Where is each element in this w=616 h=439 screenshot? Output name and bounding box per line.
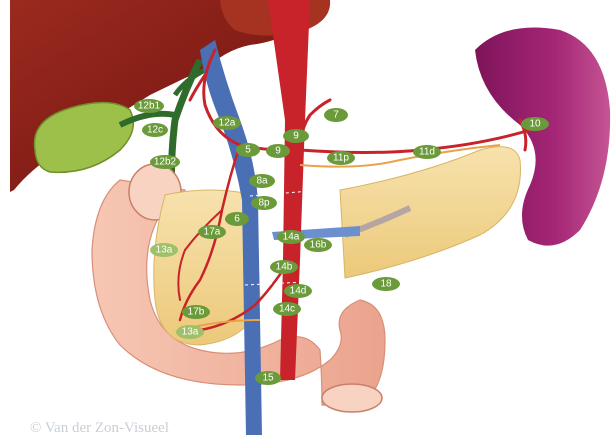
lymph-node-14c[interactable]: 14c [273,302,301,316]
node-label: 10 [529,119,541,130]
node-label: 17b [188,307,205,318]
node-label: 17a [204,227,221,238]
node-label: 6 [234,214,240,225]
lymph-node-12c[interactable]: 12c [142,123,168,137]
node-label: 11d [419,147,435,158]
lymph-node-14a[interactable]: 14a [277,230,305,244]
node-label: 9 [293,131,299,142]
lymph-node-9-lower[interactable]: 9 [266,144,290,158]
lymph-node-11p[interactable]: 11p [327,151,355,165]
node-label: 16b [310,240,327,251]
lymph-node-6[interactable]: 6 [225,212,249,226]
lymph-node-12b1[interactable]: 12b1 [134,99,164,113]
lymph-node-17a[interactable]: 17a [198,225,226,239]
node-label: 18 [380,279,392,290]
node-label: 13a [182,327,199,338]
lymph-node-7[interactable]: 7 [324,108,348,122]
jejunum-opening [322,384,382,412]
lymph-node-5[interactable]: 5 [236,143,260,157]
node-label: 12b2 [154,157,177,168]
node-label: 5 [245,145,251,156]
lymph-node-16b[interactable]: 16b [304,238,332,252]
node-label: 11p [333,153,349,164]
lymph-node-12a[interactable]: 12a [213,116,241,130]
node-label: 8p [258,198,270,209]
lymph-node-8p[interactable]: 8p [251,196,277,210]
lymph-node-18[interactable]: 18 [372,277,400,291]
copyright-text: © Van der Zon-Visueel [30,420,169,436]
node-label: 14b [276,262,293,273]
lymph-node-13a-top[interactable]: 13a [150,243,178,257]
node-label: 14d [290,286,307,297]
lymph-node-13a-bottom[interactable]: 13a [176,325,204,339]
node-label: 15 [262,373,274,384]
lymph-node-15[interactable]: 15 [255,371,281,385]
node-label: 12a [219,118,236,129]
node-label: 13a [156,245,173,256]
lymph-node-14d[interactable]: 14d [284,284,312,298]
lymph-node-14b[interactable]: 14b [270,260,298,274]
lymph-node-11d[interactable]: 11d [413,145,441,159]
node-label: 9 [275,146,281,157]
lymph-node-8a[interactable]: 8a [249,174,275,188]
node-label: 12c [147,125,163,136]
lymph-node-17b[interactable]: 17b [182,305,210,319]
node-label: 14c [279,304,295,315]
node-label: 14a [283,232,300,243]
lymph-node-9-upper[interactable]: 9 [283,129,309,143]
lymph-node-10[interactable]: 10 [521,117,549,131]
node-label: 12b1 [138,101,161,112]
aorta [268,0,310,380]
lymph-node-12b2[interactable]: 12b2 [150,155,180,169]
node-label: 7 [333,110,339,121]
node-label: 8a [256,176,268,187]
